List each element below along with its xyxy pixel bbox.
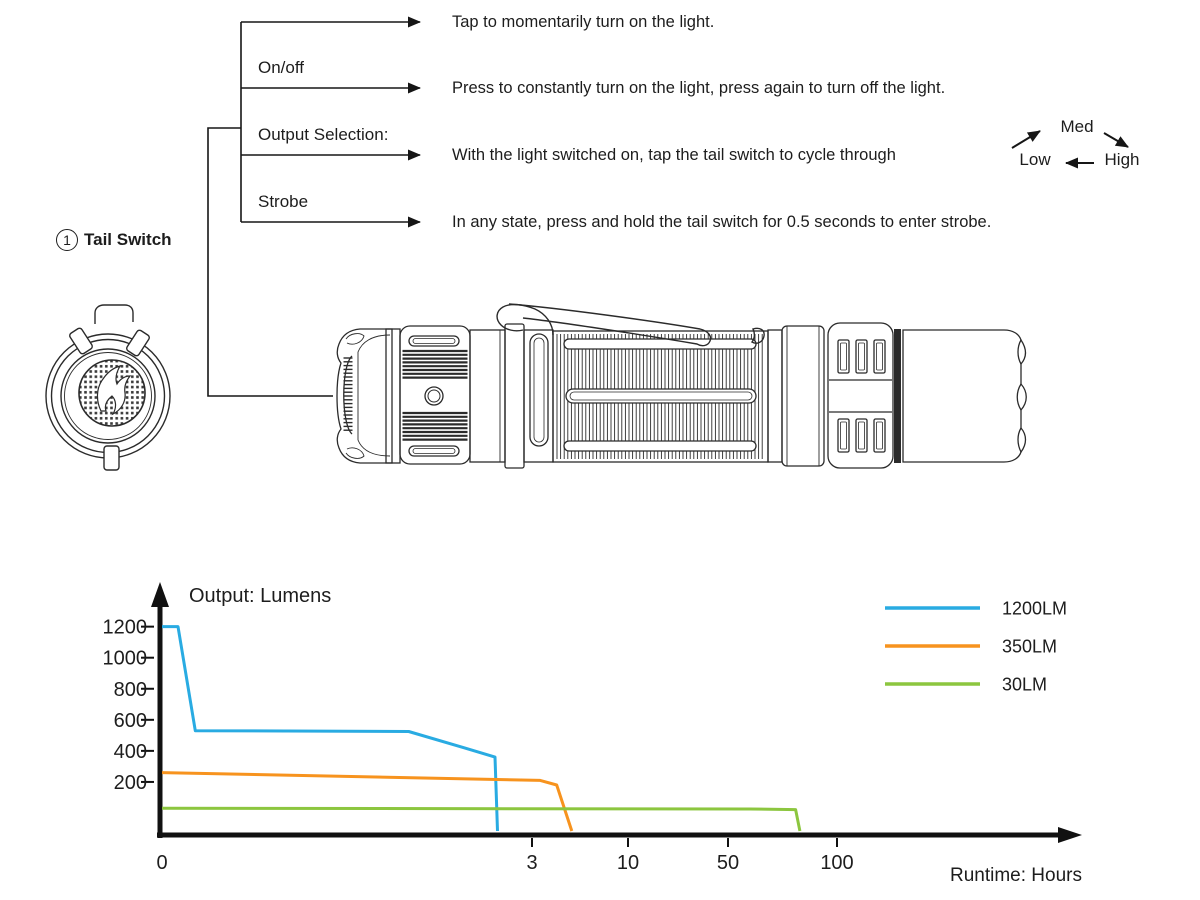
x-tick-label: 100: [820, 852, 853, 874]
y-tick-label: 1200: [103, 617, 148, 639]
flame-logo: [96, 365, 132, 416]
chart-title: Output: Lumens: [189, 585, 332, 607]
pocket-clip: [496, 303, 765, 347]
flashlight-tail-view-drawing: [45, 304, 171, 471]
branch-desc-strobe: In any state, press and hold the tail sw…: [452, 213, 992, 231]
y-tick-label: 200: [114, 772, 147, 794]
series-350LM: [161, 771, 574, 832]
cycle-label-low: Low: [1019, 150, 1051, 169]
mode-cycle-arrows: [1011, 130, 1129, 169]
y-tick-label: 1000: [103, 648, 148, 670]
branch-desc-onoff: Press to constantly turn on the light, p…: [452, 79, 946, 97]
callout-line: [207, 127, 333, 397]
legend-label: 350LM: [1002, 637, 1057, 657]
branch-desc-momentary: Tap to momentarily turn on the light.: [452, 13, 715, 31]
x-tick-label: 50: [717, 852, 739, 874]
branch-desc-output-selection: With the light switched on, tap the tail…: [452, 146, 896, 164]
legend-label: 1200LM: [1002, 599, 1067, 619]
runtime-chart: 1200 1000 800 600 400 200 0 3 10 50 100 1200LM 350LM…: [103, 582, 1082, 874]
branch-label-output-selection: Output Selection:: [258, 125, 389, 144]
y-tick-label: 800: [114, 679, 147, 701]
y-axis: [151, 582, 169, 838]
x-tick-label: 0: [156, 852, 167, 874]
x-tick-label: 3: [526, 852, 537, 874]
legend-label: 30LM: [1002, 675, 1047, 695]
callout-number: 1: [56, 229, 78, 251]
y-tick-label: 400: [114, 741, 147, 763]
series-1200LM: [162, 625, 499, 832]
branch-label-onoff: On/off: [258, 58, 304, 77]
y-tick-label: 600: [114, 710, 147, 732]
clip-mount-bracket: [94, 304, 134, 324]
series-30LM: [161, 806, 802, 832]
callout-label-tail-switch: Tail Switch: [84, 230, 172, 249]
cycle-label-high: High: [1104, 150, 1140, 169]
flashlight-side-view-drawing: [336, 303, 1027, 469]
x-axis: [157, 827, 1082, 843]
function-tree: [207, 16, 421, 397]
branch-label-strobe: Strobe: [258, 192, 309, 211]
cycle-label-med: Med: [1060, 117, 1094, 136]
chart-x-axis-label: Runtime: Hours: [950, 865, 1082, 886]
x-tick-label: 10: [617, 852, 639, 874]
